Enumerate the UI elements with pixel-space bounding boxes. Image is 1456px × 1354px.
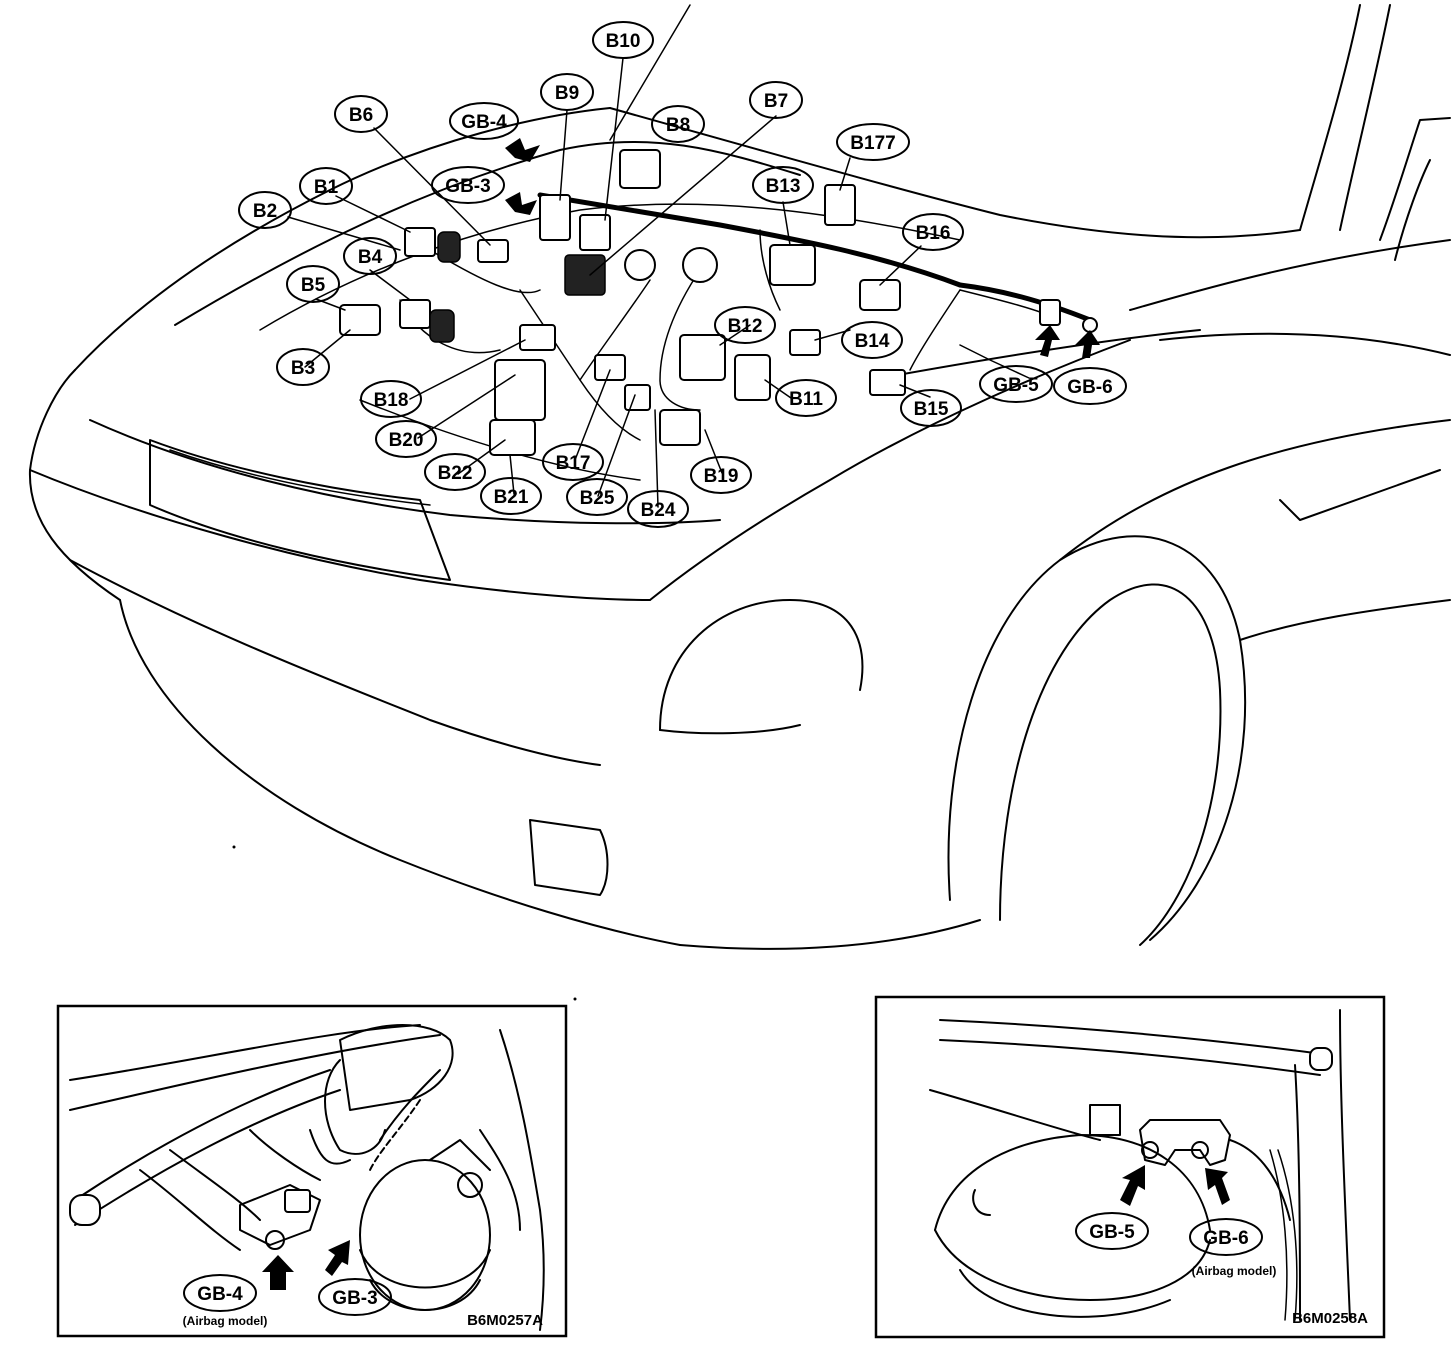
arrow-icon [1035, 325, 1060, 357]
car-body-outline [28, 4, 1451, 950]
svg-text:B15: B15 [914, 399, 949, 420]
callout-GB-5: GB-5 [979, 365, 1053, 403]
svg-text:B11: B11 [789, 389, 823, 410]
svg-text:GB-4: GB-4 [461, 112, 507, 133]
callout-B6: B6 [334, 95, 388, 133]
inset-right-caption: (Airbag model) [1192, 1264, 1277, 1278]
svg-text:B18: B18 [374, 390, 409, 411]
callout-B11: B11 [775, 379, 837, 417]
callout-B16: B16 [902, 213, 964, 251]
callout-B5: B5 [286, 265, 340, 303]
svg-text:B21: B21 [494, 487, 529, 508]
svg-text:B6: B6 [349, 105, 373, 126]
arrow-icon [262, 1255, 294, 1290]
callout-B25: B25 [566, 478, 628, 516]
svg-text:B13: B13 [766, 176, 801, 197]
callout-B13: B13 [752, 166, 814, 204]
callout-B15: B15 [900, 389, 962, 427]
svg-text:B17: B17 [556, 453, 591, 474]
arrow-icon [1120, 1165, 1145, 1206]
svg-text:B2: B2 [253, 201, 277, 222]
callout-B2: B2 [238, 191, 292, 229]
callout-B20: B20 [375, 420, 437, 458]
svg-text:B25: B25 [580, 488, 615, 509]
callout-B21: B21 [480, 477, 542, 515]
svg-text:B12: B12 [728, 316, 763, 337]
svg-text:B10: B10 [606, 31, 641, 52]
inset-left: GB-4 GB-3 (Airbag model) B6M0257A [56, 1004, 568, 1338]
callout-B4: B4 [343, 237, 397, 275]
svg-text:GB-5: GB-5 [993, 375, 1039, 396]
svg-text:GB-3: GB-3 [445, 176, 490, 197]
svg-text:B1: B1 [314, 177, 339, 198]
inset-right-callout-GB-6: GB-6 [1189, 1218, 1263, 1256]
svg-text:B7: B7 [764, 91, 788, 112]
callout-B22: B22 [424, 453, 486, 491]
callout-B24: B24 [627, 490, 689, 528]
callout-B19: B19 [690, 456, 752, 494]
callout-GB-4: GB-4 [449, 102, 519, 140]
svg-text:GB-4: GB-4 [197, 1284, 243, 1305]
callout-B14: B14 [841, 321, 903, 359]
svg-text:B16: B16 [916, 223, 951, 244]
svg-text:B22: B22 [438, 463, 473, 484]
inset-right-code: B6M0258A [1292, 1310, 1368, 1327]
svg-text:B19: B19 [704, 466, 739, 487]
inset-right-callout-GB-5: GB-5 [1075, 1212, 1149, 1250]
inset-right: GB-5 GB-6 (Airbag model) B6M0258A [874, 995, 1386, 1339]
inset-right-frame [874, 995, 1386, 1339]
callout-B7: B7 [749, 81, 803, 119]
callout-B18: B18 [360, 380, 422, 418]
svg-text:GB-5: GB-5 [1089, 1222, 1135, 1243]
inset-right-drawing [929, 1009, 1351, 1321]
callout-B17: B17 [542, 443, 604, 481]
callout-B12: B12 [714, 306, 776, 344]
inset-left-callout-GB-4: GB-4 [183, 1274, 257, 1312]
callout-B3: B3 [276, 348, 330, 386]
svg-text:B8: B8 [666, 115, 690, 136]
ground-arrows [505, 138, 1100, 358]
svg-text:B14: B14 [855, 331, 890, 352]
callout-B8: B8 [651, 105, 705, 143]
arrow-icon [1075, 330, 1100, 358]
callout-GB-3: GB-3 [431, 166, 505, 204]
svg-text:GB-6: GB-6 [1067, 377, 1112, 398]
svg-text:B3: B3 [291, 358, 315, 379]
svg-text:B177: B177 [850, 133, 895, 154]
arrow-icon [505, 138, 540, 162]
svg-text:GB-6: GB-6 [1203, 1228, 1248, 1249]
svg-text:B20: B20 [389, 430, 424, 451]
svg-text:B5: B5 [301, 275, 326, 296]
callout-B177: B177 [836, 123, 910, 161]
arrow-icon [325, 1240, 350, 1276]
inset-left-callout-GB-3: GB-3 [318, 1278, 392, 1316]
svg-text:B4: B4 [358, 247, 383, 268]
inset-left-drawing [69, 1024, 545, 1331]
inset-left-caption: (Airbag model) [183, 1314, 268, 1328]
arrow-icon [1205, 1168, 1230, 1205]
inset-left-frame [56, 1004, 568, 1338]
main-callouts: B10 B9 B7 B8 B6 GB-4 B177 GB-3 [238, 21, 1127, 528]
callout-B9: B9 [540, 73, 594, 111]
callout-B10: B10 [592, 21, 654, 59]
connectors [339, 149, 1098, 456]
svg-text:GB-3: GB-3 [332, 1288, 377, 1309]
inset-left-code: B6M0257A [467, 1312, 543, 1329]
callout-GB-6: GB-6 [1053, 367, 1127, 405]
arrow-icon [505, 192, 537, 215]
svg-text:B24: B24 [641, 500, 676, 521]
svg-text:B9: B9 [555, 83, 579, 104]
callout-B1: B1 [299, 167, 353, 205]
